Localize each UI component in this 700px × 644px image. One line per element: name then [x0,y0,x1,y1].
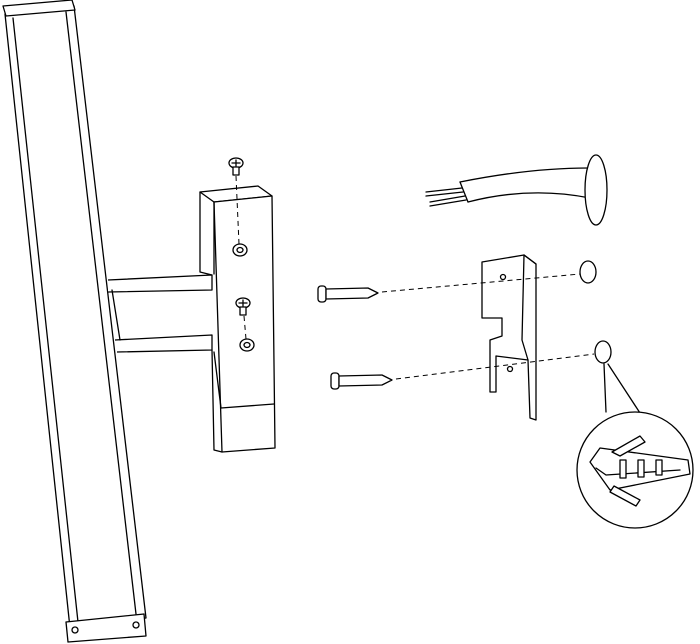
end-cap-screw-icon [132,621,140,629]
wall-screw-top [317,273,581,303]
wall-plug-detail [576,363,694,529]
bracket-screw-bottom [235,297,251,340]
wall-plug-hole-bottom [594,340,612,364]
light-bar [2,0,147,643]
bottom-end-cap [65,613,147,643]
t-bracket [107,185,276,453]
power-cable [425,154,608,226]
top-end-cap [2,0,76,17]
screw-hole-icon [232,243,248,257]
mounting-hole-icon [499,273,507,281]
wall-plug-hole-top [579,260,597,284]
mounting-hole-icon [506,365,514,373]
end-cap-screw-icon [71,626,79,634]
wall-screw-bottom [330,353,595,390]
bracket-screw-top [228,157,244,245]
screw-hole-icon [239,338,255,352]
wall-mounting-plate [481,254,537,421]
